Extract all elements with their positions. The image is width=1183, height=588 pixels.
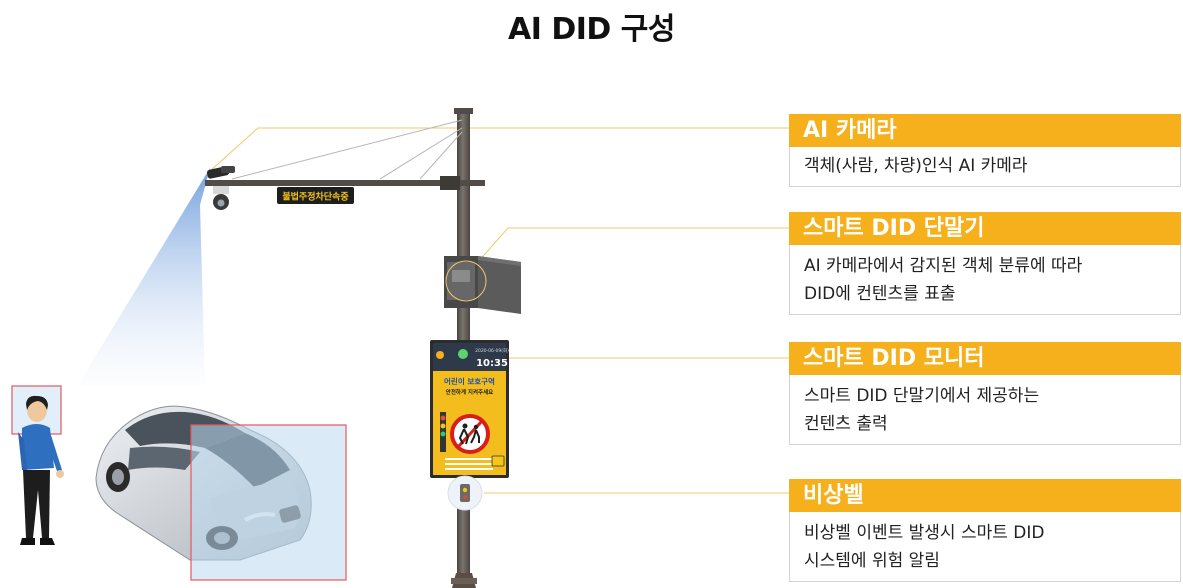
ai-camera [206, 166, 235, 210]
leader-line-camera [209, 127, 789, 172]
emergency-bell [447, 475, 483, 511]
did-monitor: 2020-06-09(화) 10:35 어린이 보호구역 안전하게 지켜주세요 [430, 340, 509, 478]
callout-description: 스마트 DID 단말기에서 제공하는 컨텐츠 출력 [789, 375, 1181, 445]
monitor-zone-message: 안전하게 지켜주세요 [446, 388, 493, 396]
monitor-date: 2020-06-09(화) [475, 348, 509, 354]
person [11, 385, 64, 545]
leader-line-terminal [477, 227, 789, 263]
callout-title: 비상벨 [789, 479, 1181, 512]
callout-description: 객체(사람, 차량)인식 AI 카메라 [789, 147, 1181, 187]
pole-arm [205, 119, 485, 190]
enforcement-sign: 불법주정차단속중 [277, 187, 354, 204]
page-title: AI DID 구성 [508, 12, 675, 47]
leader-lines [209, 127, 789, 494]
callout-description: 비상벨 이벤트 발생시 스마트 DID 시스템에 위험 알림 [789, 512, 1181, 582]
sign-text: 불법주정차단속중 [282, 191, 348, 203]
callout-smart-did-terminal: 스마트 DID 단말기 AI 카메라에서 감지된 객체 분류에 따라 DID에 … [789, 212, 1181, 315]
callout-title: 스마트 DID 단말기 [789, 212, 1181, 245]
callout-description: AI 카메라에서 감지된 객체 분류에 따라 DID에 컨텐츠를 표출 [789, 245, 1181, 315]
car [95, 405, 347, 581]
callout-emergency-bell: 비상벨 비상벨 이벤트 발생시 스마트 DID 시스템에 위험 알림 [789, 479, 1181, 582]
callout-title: 스마트 DID 모니터 [789, 342, 1181, 375]
monitor-time: 10:35 [476, 358, 508, 369]
camera-beam [78, 168, 210, 385]
monitor-zone-title: 어린이 보호구역 [444, 376, 495, 386]
callout-smart-did-monitor: 스마트 DID 모니터 스마트 DID 단말기에서 제공하는 컨텐츠 출력 [789, 342, 1181, 445]
callout-ai-camera: AI 카메라 객체(사람, 차량)인식 AI 카메라 [789, 114, 1181, 187]
callout-title: AI 카메라 [789, 114, 1181, 147]
car-detection-box [190, 424, 347, 581]
did-terminal-cabinet [444, 256, 521, 314]
